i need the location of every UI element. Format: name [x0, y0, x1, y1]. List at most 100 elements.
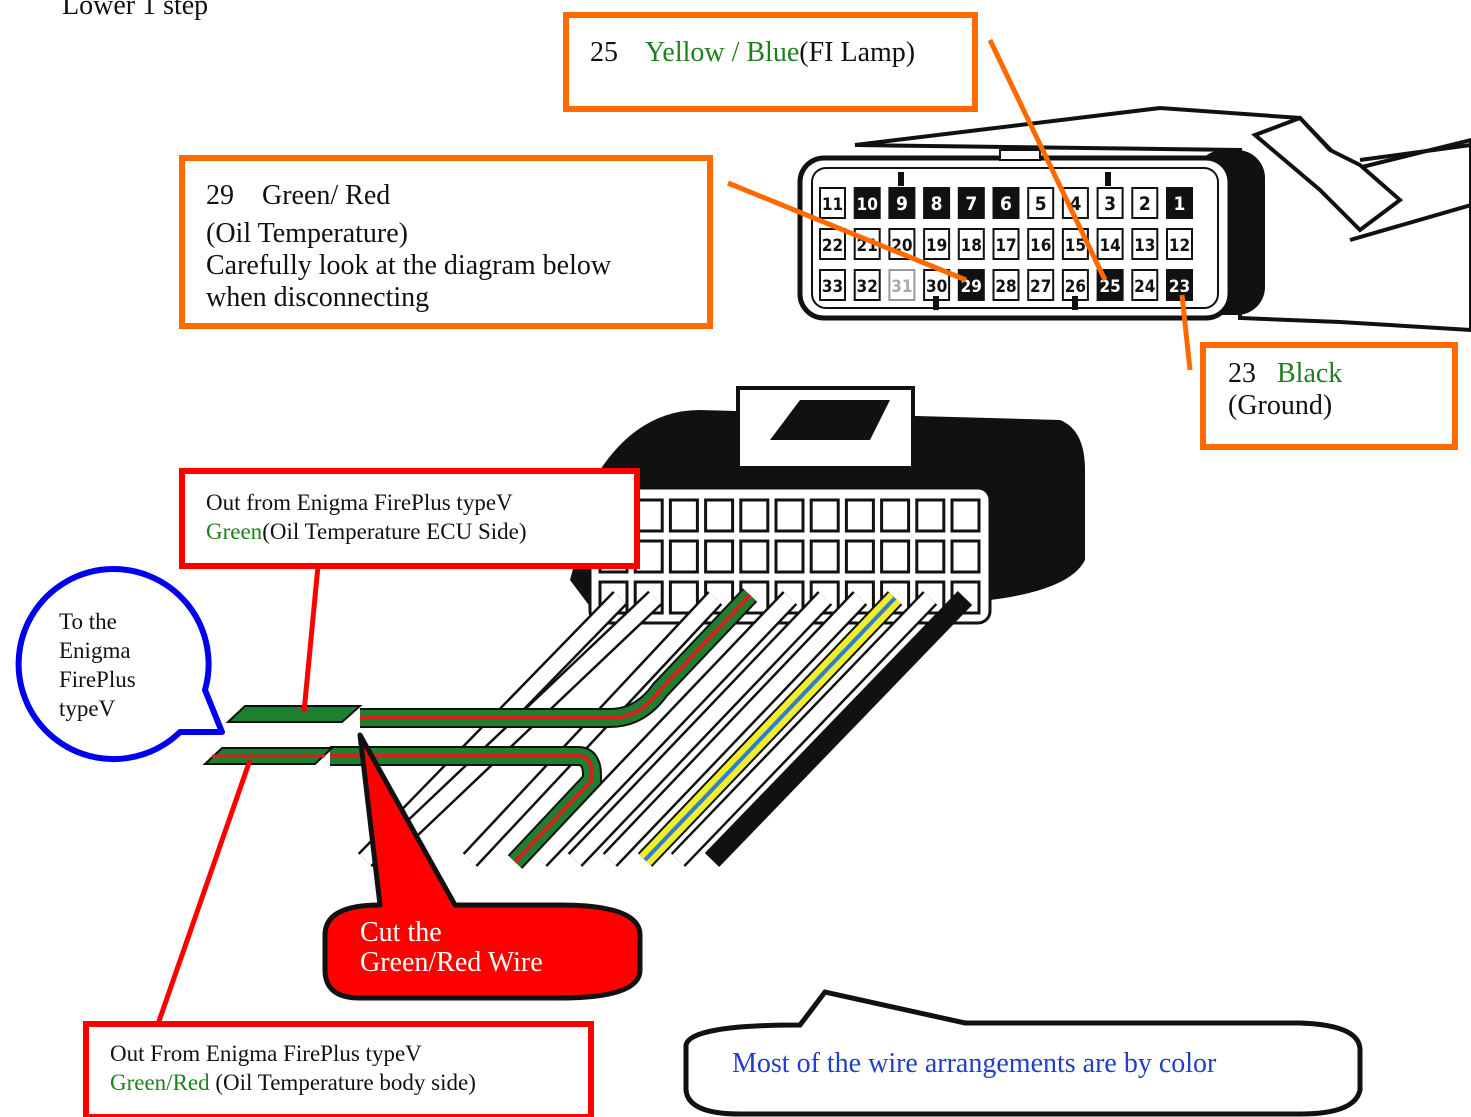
white-wire [464, 592, 721, 866]
pin-32: 32 [853, 269, 881, 301]
pin-17: 17 [992, 228, 1020, 260]
pin-label-6: 6 [1000, 193, 1012, 215]
pin-label-11: 11 [822, 195, 843, 215]
pin-label-26: 26 [1065, 277, 1086, 297]
pin-label-14: 14 [1099, 236, 1120, 256]
bottom-hole [739, 498, 770, 533]
pin29-line2: (Oil Temperature) [206, 218, 408, 249]
pin-24: 24 [1131, 269, 1159, 301]
note-wire-colors: Most of the wire arrangements are by col… [732, 1048, 1217, 1079]
pin-label-9: 9 [896, 193, 908, 215]
callout-pin23: 23 Black (Ground) [1228, 358, 1342, 422]
bottom-hole [950, 539, 981, 574]
bottom-hole [915, 539, 946, 574]
pin-19: 19 [923, 228, 951, 260]
bottom-hole [668, 539, 699, 574]
pin-2: 2 [1131, 187, 1159, 219]
pin-14: 14 [1096, 228, 1124, 260]
callout-pin29: 29 Green/ Red (Oil Temperature) Carefull… [206, 180, 611, 314]
bottom-hole [844, 539, 875, 574]
cut-line2: Green/Red Wire [360, 947, 543, 978]
pin23-color: Black [1277, 358, 1343, 389]
to-enigma-line1: To the [59, 609, 117, 634]
step-title: Lower 1 step [62, 0, 209, 21]
pin25-number: 25 [590, 37, 618, 68]
out-body-desc: (Oil Temperature body side) [209, 1070, 476, 1095]
white-wire [672, 592, 936, 866]
pin23-desc: (Ground) [1228, 390, 1333, 421]
out-ecu-line1: Out from Enigma FirePlus typeV [206, 490, 513, 515]
pin-29: 29 [957, 269, 985, 301]
pin-8: 8 [923, 187, 951, 219]
bottom-hole [915, 498, 946, 533]
pin-label-28: 28 [995, 277, 1016, 297]
white-wire [569, 592, 831, 866]
pin-label-13: 13 [1134, 236, 1155, 256]
out-body-color: Green/Red [110, 1070, 210, 1095]
pin-label-10: 10 [857, 195, 878, 215]
bubble-to-enigma: To the Enigma FirePlus typeV [59, 607, 136, 723]
pin-label-5: 5 [1035, 193, 1047, 215]
bottom-hole [774, 539, 805, 574]
pin-13: 13 [1131, 228, 1159, 260]
out-ecu-desc: (Oil Temperature ECU Side) [262, 519, 527, 544]
bottom-hole [809, 539, 840, 574]
pin-label-3: 3 [1104, 193, 1116, 215]
to-enigma-line2: Enigma [59, 638, 131, 663]
pin-label-17: 17 [995, 236, 1016, 256]
bottom-hole [809, 498, 840, 533]
pin-1: 1 [1166, 187, 1193, 219]
pin-11: 11 [819, 187, 846, 219]
bottom-hole [880, 498, 911, 533]
pin-27: 27 [1027, 269, 1055, 301]
pin-26: 26 [1061, 269, 1089, 301]
pin-label-2: 2 [1139, 193, 1151, 215]
pin-label-15: 15 [1065, 236, 1086, 256]
pin-25: 25 [1096, 269, 1124, 301]
callout-out-ecu: Out from Enigma FirePlus typeV Green(Oil… [206, 488, 527, 546]
pin-label-12: 12 [1169, 236, 1190, 256]
out-body-line1: Out From Enigma FirePlus typeV [110, 1041, 422, 1066]
pin-label-29: 29 [961, 277, 982, 297]
pin-label-23: 23 [1169, 277, 1190, 297]
bottom-hole [950, 498, 981, 533]
pin-9: 9 [888, 187, 916, 219]
bottom-connector [570, 386, 1085, 625]
callout-out-body: Out From Enigma FirePlus typeV Green/Red… [110, 1039, 476, 1097]
pin25-desc: (FI Lamp) [799, 37, 916, 68]
yellow-blue-wire [637, 591, 903, 867]
pin-12: 12 [1166, 228, 1193, 260]
white-wire [534, 592, 796, 866]
bottom-hole [668, 498, 699, 533]
pin-label-32: 32 [857, 277, 878, 297]
green-red-wire-top [225, 588, 758, 728]
pin-label-25: 25 [1099, 277, 1120, 297]
pin-28: 28 [992, 269, 1020, 301]
green-red-wire-bottom [202, 746, 602, 869]
pin-label-30: 30 [926, 277, 947, 297]
callout-frames [15, 12, 1458, 1117]
pin-23: 23 [1166, 269, 1193, 301]
pin-33: 33 [819, 269, 846, 301]
pin-3: 3 [1096, 187, 1124, 219]
callout-pin25: 25 Yellow / Blue(FI Lamp) [590, 37, 915, 69]
pin23-number: 23 [1228, 358, 1256, 389]
pin-10: 10 [853, 187, 881, 219]
bottom-hole [880, 539, 911, 574]
pin29-line3: Carefully look at the diagram below [206, 250, 612, 281]
pin-label-7: 7 [965, 193, 977, 215]
pin-label-8: 8 [931, 193, 943, 215]
white-wire [604, 592, 866, 866]
pin-6: 6 [992, 187, 1020, 219]
wires [202, 588, 973, 869]
pin-7: 7 [957, 187, 985, 219]
out-ecu-color: Green [206, 519, 263, 544]
pin-label-22: 22 [822, 236, 843, 256]
bubble-cut-wire: Cut the Green/Red Wire [360, 918, 543, 978]
pin-label-24: 24 [1134, 277, 1155, 297]
pin25-color: Yellow / Blue [644, 37, 800, 68]
pin-22: 22 [819, 228, 846, 260]
pin-label-33: 33 [822, 277, 843, 297]
